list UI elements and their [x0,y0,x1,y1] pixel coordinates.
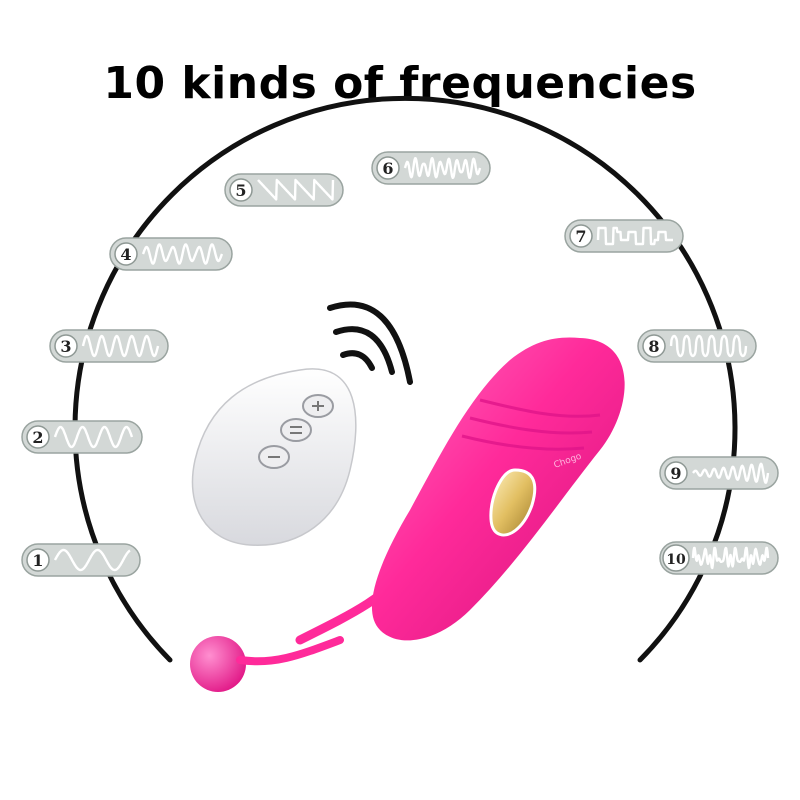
mode-number: 7 [575,227,586,246]
remote-button-mode[interactable] [280,418,312,442]
mode-number: 6 [382,159,393,178]
mode-pill-9: 9 [659,456,779,490]
waveform-sharp-spikes-icon [669,334,748,358]
mode-pill-5: 5 [224,173,344,207]
mode-pill-8: 8 [637,329,757,363]
waveform-slow-sine-icon [53,548,131,572]
mode-number: 10 [666,552,686,568]
waveform-square-pulse-icon [596,226,674,246]
equal-icon [290,426,302,434]
mode-number: 3 [60,337,71,356]
mode-pill-3: 3 [49,329,169,363]
waveform-fast-sine-icon [81,334,160,358]
mode-number: 2 [32,428,43,447]
mode-number: 5 [235,181,246,200]
waveform-dense-varying-icon [403,157,482,179]
mode-number-badge [664,461,688,485]
device-power-button[interactable] [489,468,537,537]
mode-pill-10: 10 [659,541,779,575]
mode-number-badge [569,224,593,248]
waveform-random-dense-icon [691,546,770,570]
waveform-varying-pulse-icon [141,243,224,265]
mode-number: 9 [670,464,681,483]
vibrator-device: Chogo [190,337,625,692]
mode-pill-6: 6 [371,151,491,185]
remote-control [191,368,357,546]
waveform-sawtooth-icon [257,178,335,201]
mode-number-badge [26,548,50,572]
retrieval-ball [190,636,246,692]
wireless-signal-icon [327,301,413,385]
waveform-sine-icon [53,425,134,449]
mode-number: 1 [32,551,43,570]
waveform-escalating-icon [692,462,770,484]
mode-number-badge [662,544,690,572]
mode-number-badge [376,156,400,180]
plus-icon [312,401,324,411]
mode-pill-7: 7 [564,219,684,253]
mode-number-badge [26,425,50,449]
mode-number: 4 [120,245,131,264]
mode-pill-1: 1 [21,543,141,577]
remote-button-plus[interactable] [302,394,334,418]
mode-list: 1 2 3 4 5 6 7 8 9 10 [21,151,779,577]
mode-number-badge [642,334,666,358]
mode-number-badge [229,178,253,202]
remote-button-minus[interactable] [258,445,290,469]
mode-pill-4: 4 [109,237,233,271]
mode-number: 8 [648,337,659,356]
mode-pill-2: 2 [21,420,143,454]
mode-number-badge [54,334,78,358]
mode-number-badge [114,242,138,266]
